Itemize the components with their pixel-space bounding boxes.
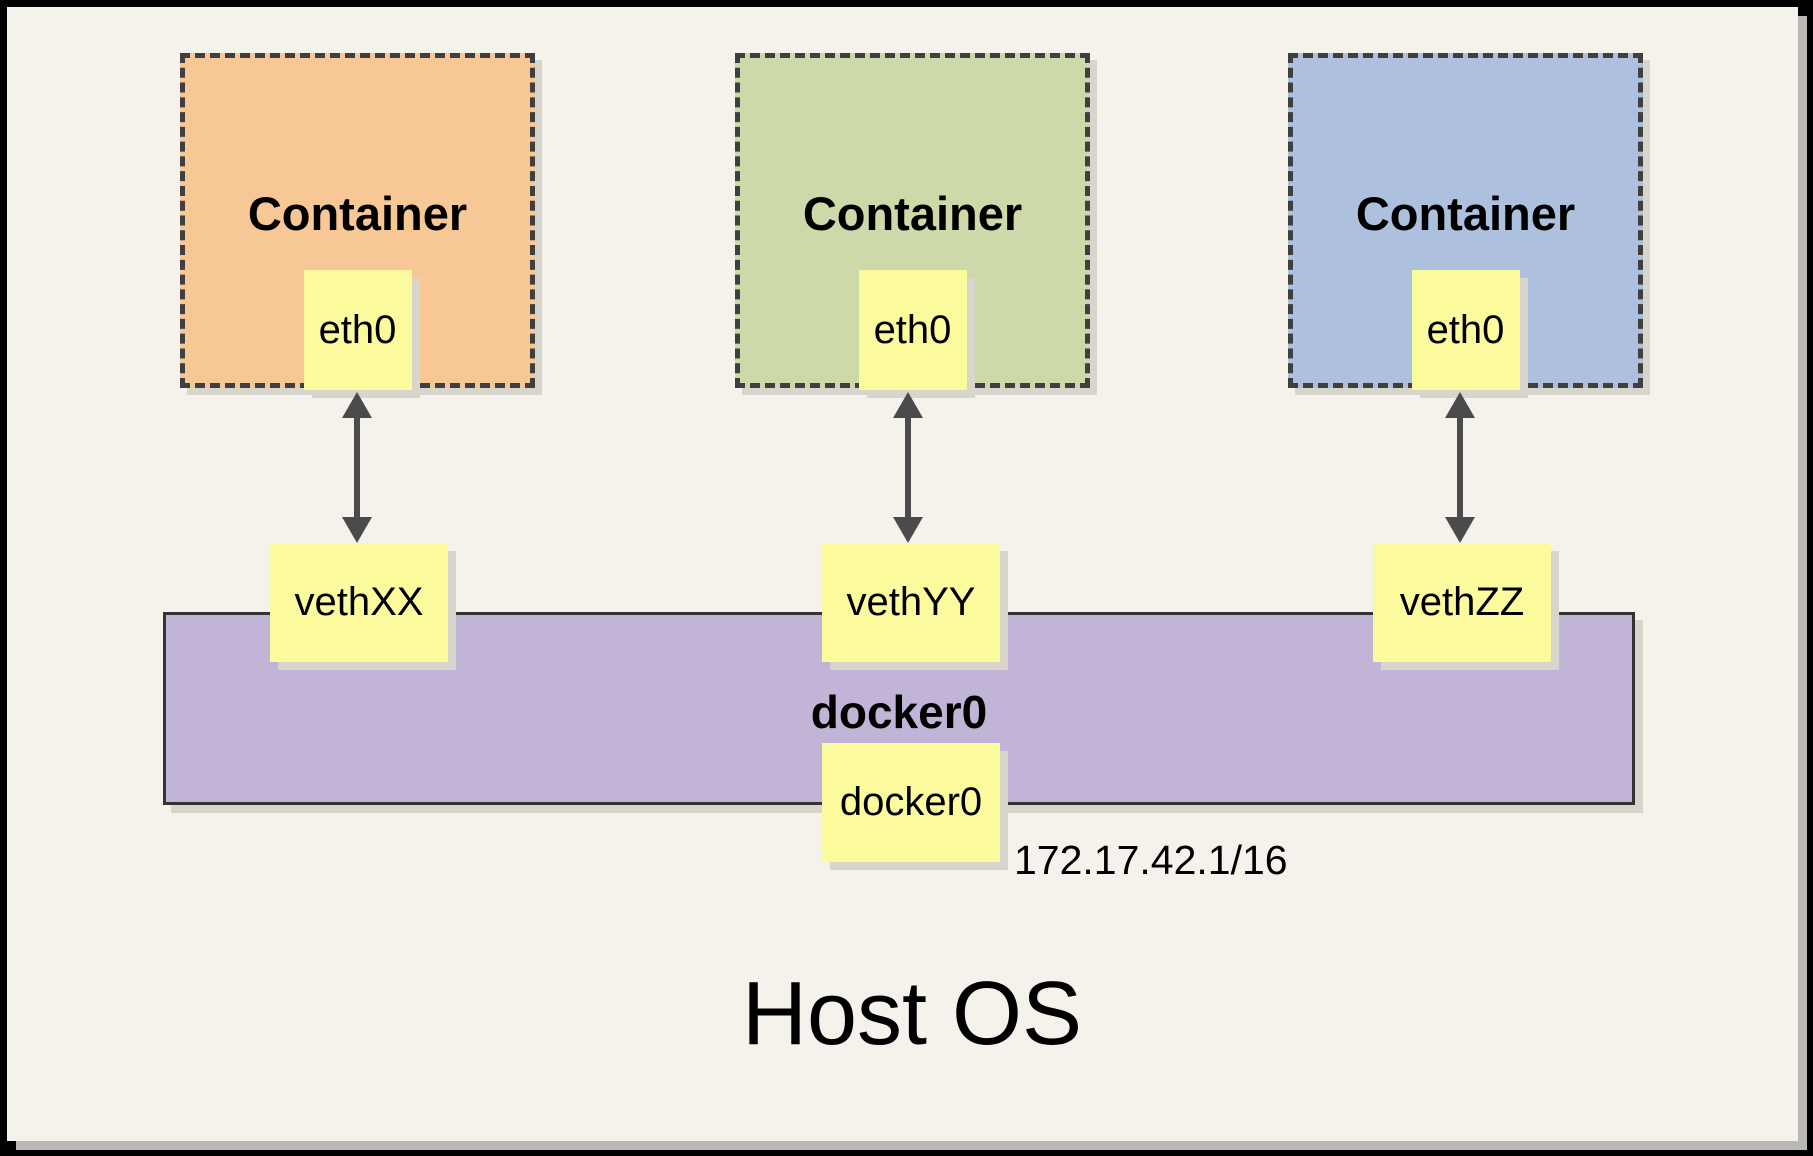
veth-label: vethXX — [294, 580, 424, 624]
double-arrow-icon — [1444, 392, 1476, 543]
arrowhead-down-icon — [893, 517, 923, 543]
container-box-3: Container eth0 — [1288, 53, 1643, 390]
docker0-interface-box: docker0 — [822, 743, 1000, 862]
eth0-interface-box: eth0 — [303, 270, 412, 390]
arrow-shaft — [354, 410, 360, 525]
container-box-2: Container eth0 — [735, 53, 1090, 390]
bridge-title: docker0 — [810, 686, 988, 738]
veth-interface-box: vethXX — [270, 543, 448, 662]
veth-label: vethYY — [846, 580, 976, 624]
container-title: Container — [802, 187, 1023, 240]
double-arrow-icon — [892, 392, 924, 543]
eth0-interface-box: eth0 — [1411, 270, 1520, 390]
arrowhead-down-icon — [1445, 517, 1475, 543]
arrowhead-down-icon — [342, 517, 372, 543]
veth-label: vethZZ — [1399, 580, 1525, 624]
bridge-ip-label: 172.17.42.1/16 — [1014, 837, 1288, 883]
eth0-interface-box: eth0 — [858, 270, 967, 390]
eth0-label: eth0 — [1426, 307, 1505, 352]
eth0-label: eth0 — [873, 307, 952, 352]
veth-interface-box: vethZZ — [1373, 543, 1551, 662]
eth0-label: eth0 — [318, 307, 397, 352]
veth-interface-box: vethYY — [822, 543, 1000, 662]
host-os-label: Host OS — [741, 964, 1083, 1064]
arrow-shaft — [1457, 410, 1463, 525]
container-title: Container — [1355, 187, 1576, 240]
container-box-1: Container eth0 — [180, 53, 535, 390]
double-arrow-icon — [341, 392, 373, 543]
docker0-box-label: docker0 — [839, 780, 983, 824]
arrow-shaft — [905, 410, 911, 525]
diagram-canvas: Container eth0 Container eth0 Container … — [7, 7, 1798, 1141]
container-title: Container — [247, 187, 468, 240]
